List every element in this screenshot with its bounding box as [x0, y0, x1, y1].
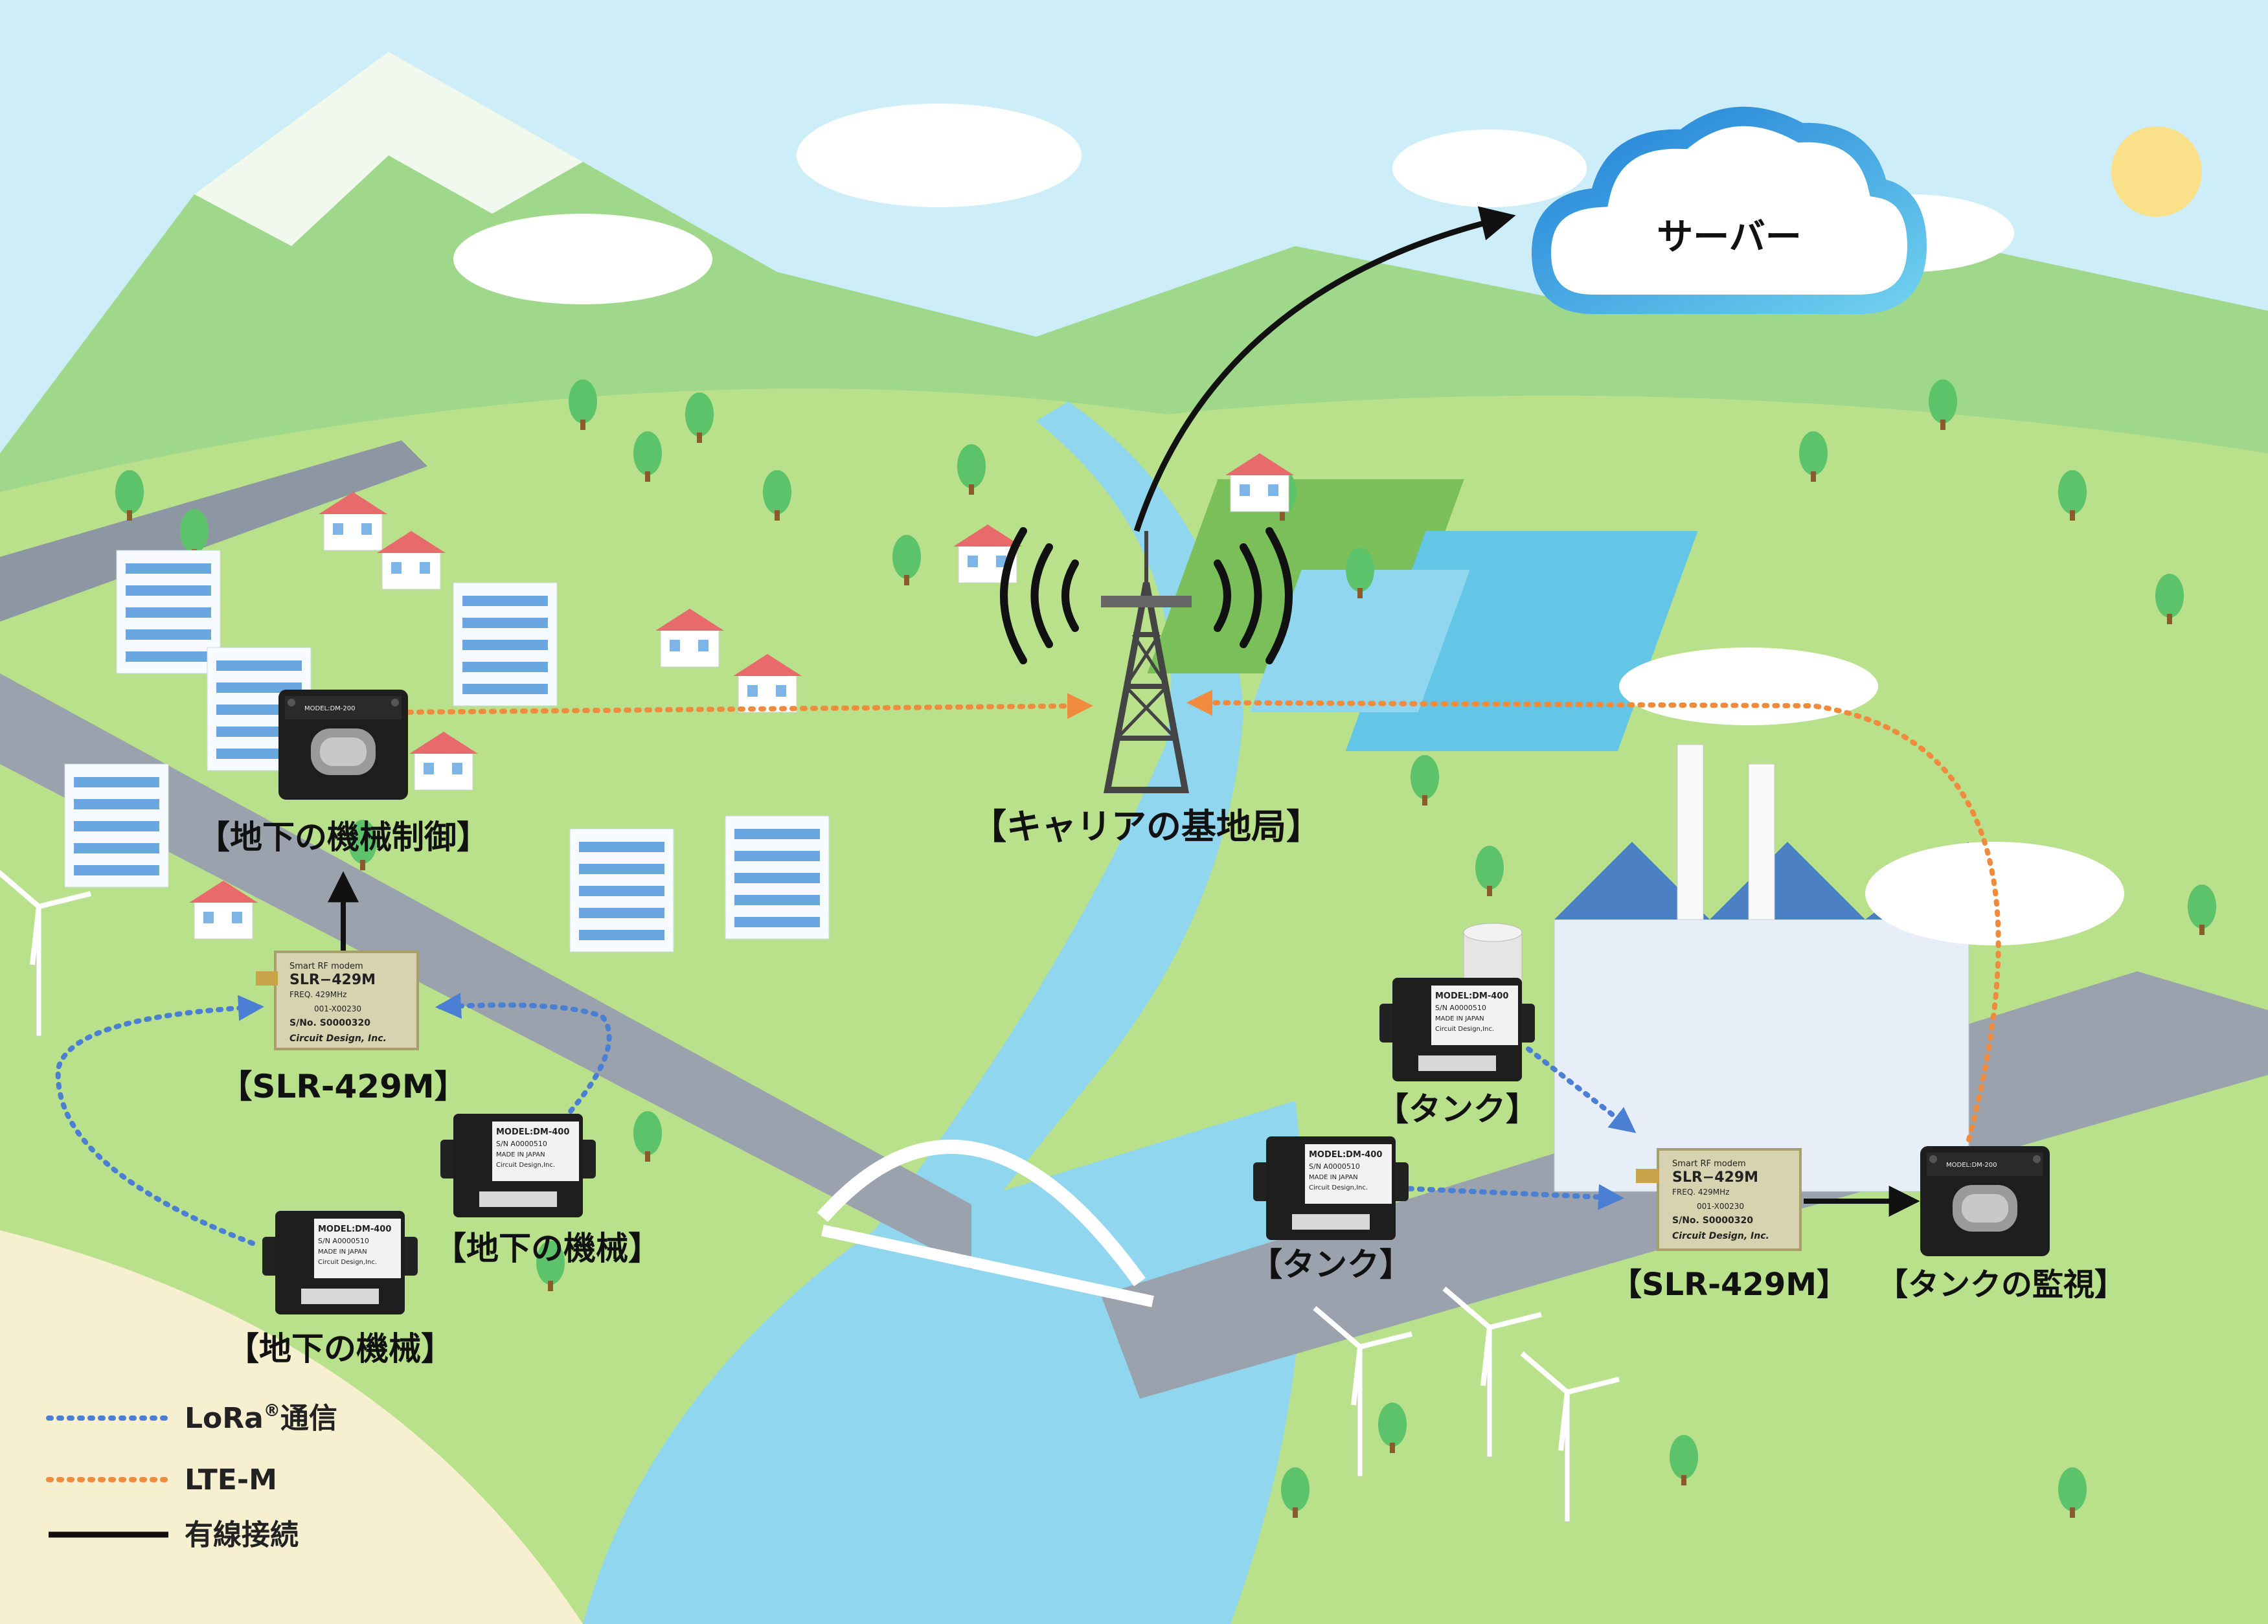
label-underground-machine-2: 【地下の機械】 [227, 1330, 453, 1368]
lora-machine1-to-slr [435, 993, 612, 1129]
label-slr-left: 【SLR-429M】 [220, 1068, 466, 1105]
slr-right-line2: SLR−429M [1672, 1169, 1758, 1186]
server-cloud: サーバー [1531, 106, 1927, 314]
dm-m2-line4: Circuit Design,Inc. [318, 1259, 377, 1266]
factory [1463, 648, 2124, 1192]
antenna-connector-icon [1636, 1169, 1659, 1183]
device-dm400-machine2: MODEL:DM-400 S/N A0000510 MADE IN JAPAN … [262, 1211, 418, 1314]
slr-left-line1: Smart RF modem [289, 962, 363, 971]
legend-item-lora: LoRa®通信 [46, 1401, 337, 1435]
legend-wired-label: 有線接続 [185, 1518, 299, 1551]
device-dm400-machine1: MODEL:DM-400 S/N A0000510 MADE IN JAPAN … [440, 1114, 596, 1217]
label-tank-monitor: 【タンクの監視】 [1877, 1267, 2126, 1303]
sea [583, 1101, 1304, 1624]
river [874, 401, 1243, 1230]
device-slr-left: Smart RF modem SLR−429M FREQ. 429MHz 001… [256, 951, 419, 1050]
dm-m1-line1: MODEL:DM-400 [496, 1127, 569, 1137]
slr-right-line5: S/No. S0000320 [1672, 1215, 1753, 1226]
dm-m2-line2: S/N A0000510 [318, 1237, 369, 1245]
label-slr-right: 【SLR-429M】 [1611, 1267, 1848, 1303]
ltem-control-to-tower [396, 693, 1093, 719]
dm-m1-line3: MADE IN JAPAN [496, 1151, 545, 1158]
signal-waves-icon [1000, 527, 1293, 664]
slr-left-line3: FREQ. 429MHz [289, 990, 346, 999]
cloud-shape [1531, 106, 1927, 314]
label-tank-1: 【タンク】 [1376, 1090, 1538, 1128]
device-slr-right: Smart RF modem SLR−429M FREQ. 429MHz 001… [1636, 1148, 1802, 1251]
arch-bridge [817, 1140, 1154, 1307]
legend-item-ltem: LTE-M [46, 1463, 277, 1496]
slr-right-line1: Smart RF modem [1672, 1159, 1746, 1169]
lora-machine2-to-slr [55, 995, 264, 1246]
legend: LoRa®通信 LTE-M 有線接続 [46, 1401, 337, 1551]
highway [0, 440, 427, 622]
sun [2111, 126, 2202, 217]
dm-m2-line1: MODEL:DM-400 [318, 1224, 391, 1234]
slr-right-line3: FREQ. 429MHz [1672, 1188, 1729, 1197]
farm-fields [1147, 479, 1698, 751]
beach [0, 1230, 583, 1624]
device-dm400-tank2: MODEL:DM-400 S/N A0000510 MADE IN JAPAN … [1253, 1136, 1409, 1240]
slr-right-line4: 001-X00230 [1697, 1202, 1744, 1211]
dm200-monitor-model-text: MODEL:DM-200 [1946, 1162, 1997, 1169]
legend-ltem-label: LTE-M [185, 1463, 277, 1496]
dm-t1-line4: Circuit Design,Inc. [1435, 1026, 1494, 1033]
legend-item-wired: 有線接続 [49, 1518, 299, 1551]
device-dm200-control: MODEL:DM-200 [278, 690, 408, 800]
dm-t1-line1: MODEL:DM-400 [1435, 991, 1508, 1001]
dm-t2-line3: MADE IN JAPAN [1309, 1174, 1358, 1181]
dm-t2-line4: Circuit Design,Inc. [1309, 1184, 1368, 1191]
wired-tower-to-server [1133, 206, 1516, 532]
dm-t2-line1: MODEL:DM-400 [1309, 1150, 1382, 1160]
snowcap [194, 52, 583, 246]
server-label: サーバー [1657, 216, 1801, 258]
dm-m2-line3: MADE IN JAPAN [318, 1248, 367, 1256]
slr-left-line6: Circuit Design, Inc. [289, 1033, 387, 1044]
base-station: 【キャリアの基地局】 [971, 527, 1321, 847]
slr-left-line2: SLR−429M [289, 972, 376, 988]
sky-clouds [453, 104, 2014, 304]
device-dm400-tank1: MODEL:DM-400 S/N A0000510 MADE IN JAPAN … [1379, 978, 1535, 1081]
antenna-connector-icon [256, 971, 278, 986]
legend-lora-label: LoRa®通信 [185, 1401, 337, 1435]
dm-t1-line2: S/N A0000510 [1435, 1004, 1486, 1012]
dm-m1-line2: S/N A0000510 [496, 1140, 547, 1148]
dm-t1-line3: MADE IN JAPAN [1435, 1015, 1484, 1022]
slr-left-line4: 001-X00230 [314, 1004, 361, 1013]
ltem-monitor-to-tower [1186, 690, 2001, 1142]
dm-t2-line2: S/N A0000510 [1309, 1162, 1360, 1171]
slr-left-line5: S/No. S0000320 [289, 1018, 370, 1028]
dm-m1-line4: Circuit Design,Inc. [496, 1162, 555, 1169]
slr-right-line6: Circuit Design, Inc. [1672, 1231, 1769, 1241]
connections [55, 206, 2001, 1246]
label-underground-machine-1: 【地下の機械】 [434, 1230, 661, 1267]
label-tank-2: 【タンク】 [1250, 1246, 1412, 1283]
dm200-model-text: MODEL:DM-200 [304, 705, 355, 712]
device-dm200-monitor: MODEL:DM-200 [1920, 1146, 2050, 1256]
base-station-label: 【キャリアの基地局】 [971, 806, 1321, 847]
tower-icon [1101, 531, 1192, 793]
main-road [0, 673, 971, 1269]
lora-tank1-to-slr [1526, 1046, 1637, 1133]
label-underground-control: 【地下の機械制御】 [198, 818, 489, 856]
